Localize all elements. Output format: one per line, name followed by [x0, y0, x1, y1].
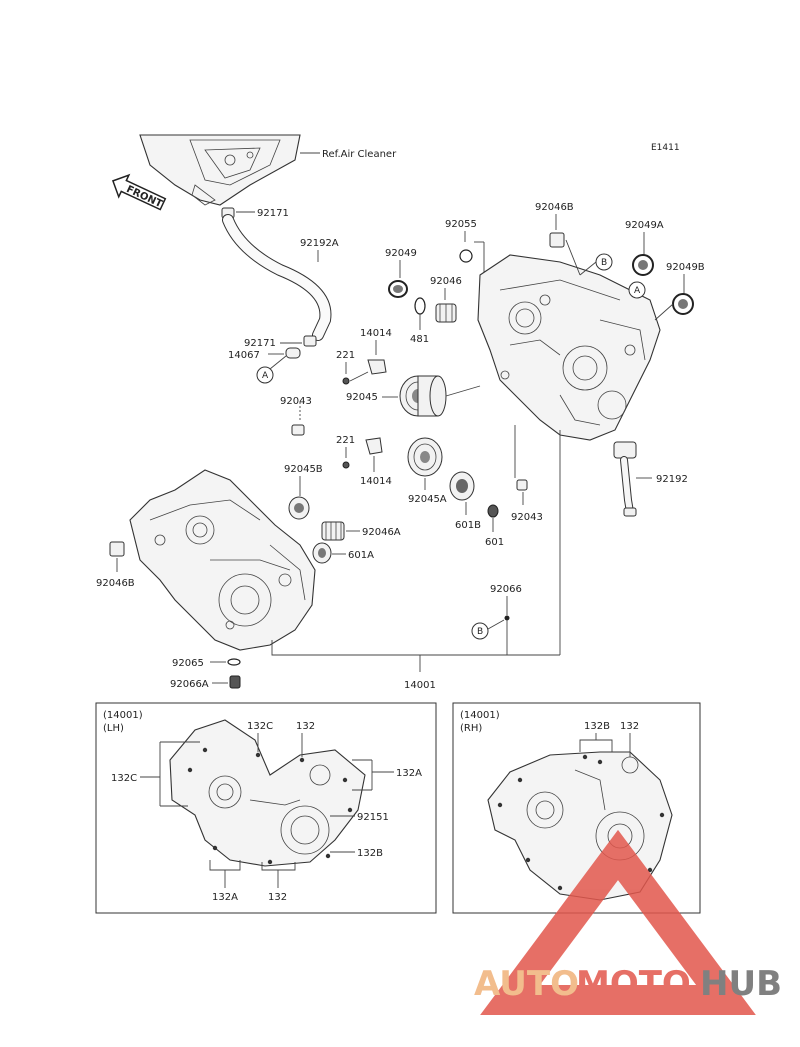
- part-label-92046A: 92046A: [362, 527, 401, 538]
- oil-seal-92049A: [632, 254, 654, 276]
- callout-b-mid-text: B: [477, 627, 483, 637]
- part-label-601B: 601B: [455, 520, 481, 531]
- part-label-14014-top: 14014: [360, 328, 392, 339]
- lh-label-132A-right: 132A: [396, 768, 422, 779]
- part-label-92049B: 92049B: [666, 262, 705, 273]
- rh-panel-title-2: (RH): [460, 723, 482, 734]
- lh-label-132-top: 132: [296, 721, 315, 732]
- callout-a-top-text: A: [634, 286, 641, 296]
- plug-92066A: [229, 675, 241, 689]
- part-label-92045: 92045: [346, 392, 378, 403]
- plate-14014-top: [367, 359, 387, 375]
- part-label-481: 481: [410, 334, 429, 345]
- watermark-text-auto: AUTO: [474, 964, 579, 1004]
- lh-detail-panel: [95, 702, 437, 914]
- callout-a-top: [628, 281, 646, 299]
- lh-panel-title-2: (LH): [103, 723, 124, 734]
- part-label-14067: 14067: [228, 350, 260, 361]
- ref-air-cleaner-label: Ref.Air Cleaner: [322, 149, 397, 160]
- bearing-92046B-top: [549, 232, 565, 248]
- bolt-221-top: [342, 377, 350, 385]
- bearing-92046A: [321, 521, 345, 541]
- callout-a-left-text: A: [262, 371, 269, 381]
- plate-14014-bot: [365, 437, 383, 455]
- bearing-92045A: [407, 437, 443, 477]
- part-label-601: 601: [485, 537, 504, 548]
- fitting-14067: [285, 347, 301, 359]
- dowel-92043-left: [291, 424, 305, 436]
- o-ring-92055: [459, 249, 473, 263]
- crankcase-left-half: [129, 469, 316, 651]
- plug-92066: [504, 615, 510, 621]
- part-label-92046B-top: 92046B: [535, 202, 574, 213]
- part-label-92049: 92049: [385, 248, 417, 259]
- washer-92065: [227, 658, 241, 666]
- bearing-601B: [449, 471, 475, 501]
- callout-b-mid: [471, 622, 489, 640]
- bearing-601: [487, 504, 499, 518]
- clamp-92171-mid: [303, 335, 317, 347]
- part-label-14001: 14001: [404, 680, 436, 691]
- part-label-92045A: 92045A: [408, 494, 447, 505]
- lh-label-92151: 92151: [357, 812, 389, 823]
- part-label-92192A: 92192A: [300, 238, 339, 249]
- rh-label-132B: 132B: [584, 721, 610, 732]
- air-cleaner-housing: [139, 134, 301, 206]
- bolt-221-bot: [342, 461, 350, 469]
- part-label-92171-mid: 92171: [244, 338, 276, 349]
- part-label-92066: 92066: [490, 584, 522, 595]
- watermark-text-hub: HUB: [700, 964, 782, 1004]
- lh-panel-title-1: (14001): [103, 710, 143, 721]
- lh-label-132A-bottom: 132A: [212, 892, 238, 903]
- part-label-92046B-left: 92046B: [96, 578, 135, 589]
- watermark-text-moto: MOTO: [576, 964, 691, 1004]
- part-label-92171-top: 92171: [257, 208, 289, 219]
- part-label-92065: 92065: [172, 658, 204, 669]
- bearing-92045: [399, 375, 447, 417]
- crankcase-right-half: [477, 254, 661, 441]
- part-label-221-bot: 221: [336, 435, 355, 446]
- callout-b-top-text: B: [601, 258, 607, 268]
- part-label-92055: 92055: [445, 219, 477, 230]
- part-label-92049A: 92049A: [625, 220, 664, 231]
- watermark-triangle-icon: [480, 829, 756, 1015]
- dowel-92043-right: [516, 479, 528, 491]
- part-label-92043-left: 92043: [280, 396, 312, 407]
- front-arrow: FRONT: [111, 173, 167, 211]
- part-label-92045B: 92045B: [284, 464, 323, 475]
- part-label-92192: 92192: [656, 474, 688, 485]
- circlip-481: [414, 297, 426, 315]
- diagram-code: E1411: [651, 143, 680, 153]
- part-label-601A: 601A: [348, 550, 374, 561]
- hose-92192: [613, 441, 637, 517]
- part-label-92043-right: 92043: [511, 512, 543, 523]
- part-label-92046: 92046: [430, 276, 462, 287]
- watermark-logo: AUTO MOTO HUB: [474, 829, 782, 1015]
- rh-label-132: 132: [620, 721, 639, 732]
- bearing-92046B-left: [109, 541, 125, 557]
- lh-label-132C-left: 132C: [111, 773, 137, 784]
- lh-label-132-bottom: 132: [268, 892, 287, 903]
- front-label: FRONT: [124, 184, 163, 210]
- lh-crankcase-detail: [169, 719, 366, 867]
- part-label-221-top: 221: [336, 350, 355, 361]
- part-label-14014-bot: 14014: [360, 476, 392, 487]
- oil-seal-92049: [388, 280, 408, 298]
- rh-panel-title-1: (14001): [460, 710, 500, 721]
- callout-a-left: [256, 366, 274, 384]
- lh-label-132C-top: 132C: [247, 721, 273, 732]
- part-label-92066A: 92066A: [170, 679, 209, 690]
- lh-label-132B: 132B: [357, 848, 383, 859]
